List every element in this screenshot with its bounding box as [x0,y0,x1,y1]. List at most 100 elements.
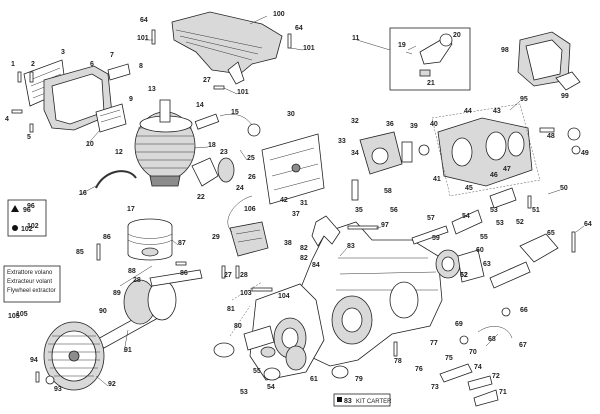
part-label: 46 [490,172,498,179]
part-label: 35 [355,207,363,214]
legend-dot-code: 102 [21,226,33,233]
part-label: 28 [240,272,248,279]
part-label: 64 [295,25,303,32]
part-label: 86 [180,270,188,277]
part-label: 32 [351,118,359,125]
part-label: 12 [115,149,123,156]
part-label: 63 [483,261,491,268]
part-label: 37 [292,211,300,218]
part-label: 11 [352,35,360,42]
flywheel [43,321,105,391]
part-label: 70 [469,349,477,356]
part-label: 65 [547,230,555,237]
extractor-code: 105 [8,313,20,320]
top-cover [171,11,283,85]
part-label: 61 [310,376,318,383]
screws [11,29,581,385]
part-label: 87 [178,240,186,247]
part-label: 39 [410,123,418,130]
part-label: 15 [231,109,239,116]
part-label: 5 [27,134,31,141]
part-label: 72 [492,373,500,380]
part-label: 100 [273,11,285,18]
part-label: 13 [148,86,156,93]
seal-ring [95,170,137,189]
piston [127,218,173,261]
part-label: 91 [124,347,132,354]
part-label: 51 [532,207,540,214]
ignition-coil [227,195,269,257]
part-label: 54 [462,213,470,220]
filter-housing [431,103,541,197]
kit-text: KIT CARTER [356,399,392,405]
part-label: 20 [453,32,461,39]
part-label: 42 [280,197,288,204]
part-label: 77 [430,340,438,347]
part-label: 18 [208,142,216,149]
inset-box [389,27,471,91]
part-label: 80 [234,323,242,330]
crankshaft [95,265,203,349]
part-label: 34 [351,150,359,157]
part-label: 98 [501,47,509,54]
part-label: 64 [140,17,148,24]
part-label: 55 [253,368,261,375]
oil-pump [411,187,559,289]
part-label: 99 [561,93,569,100]
part-label: 53 [490,207,498,214]
part-label: 60 [476,247,484,254]
part-label: 86 [103,234,111,241]
part-label: 45 [465,185,473,192]
part-label: 47 [503,166,511,173]
part-label: 54 [267,384,275,391]
carburettor [359,131,430,175]
part-label: 103 [240,290,252,297]
square-marker-icon [337,397,342,402]
part-label: 56 [390,207,398,214]
part-label: 17 [127,206,135,213]
part-label: 55 [480,234,488,241]
legend-triangle-code: 96 [23,207,31,214]
part-label: 85 [76,249,84,256]
part-label: 89 [113,290,121,297]
part-label: 33 [338,138,346,145]
part-label: 96 [27,203,35,210]
part-label: 31 [300,200,308,207]
part-label: 53 [240,389,248,396]
part-label: 8 [139,63,143,70]
part-label: 48 [547,133,555,140]
leader-lines [78,15,585,387]
fuel-cap [517,31,581,91]
triangle-marker-icon [11,205,19,212]
muffler [23,59,131,133]
kit-code: 83 [344,398,352,405]
part-label: 84 [312,262,320,269]
part-label: 57 [427,215,435,222]
part-label: 73 [431,384,439,391]
part-label: 1 [11,61,15,68]
part-label: 101 [137,35,149,42]
part-label: 67 [519,342,527,349]
part-label: 21 [427,80,435,87]
part-label: 49 [581,150,589,157]
part-label: 3 [61,49,65,56]
spark-plug [194,113,261,137]
part-label: 93 [54,386,62,393]
part-label: 74 [474,364,482,371]
part-label: 30 [287,111,295,118]
part-label: 4 [5,116,9,123]
dot-marker-icon [12,225,18,231]
part-label: 66 [520,307,528,314]
part-label: 104 [278,293,290,300]
part-label: 101 [303,45,315,52]
part-label: 97 [381,222,389,229]
cylinder [134,99,196,187]
part-label: 10 [86,141,94,148]
part-label: 26 [248,174,256,181]
part-label: 41 [433,176,441,183]
part-label: 53 [496,220,504,227]
kit-carter-label: 83 KIT CARTER [333,393,392,407]
part-label: 81 [227,306,235,313]
